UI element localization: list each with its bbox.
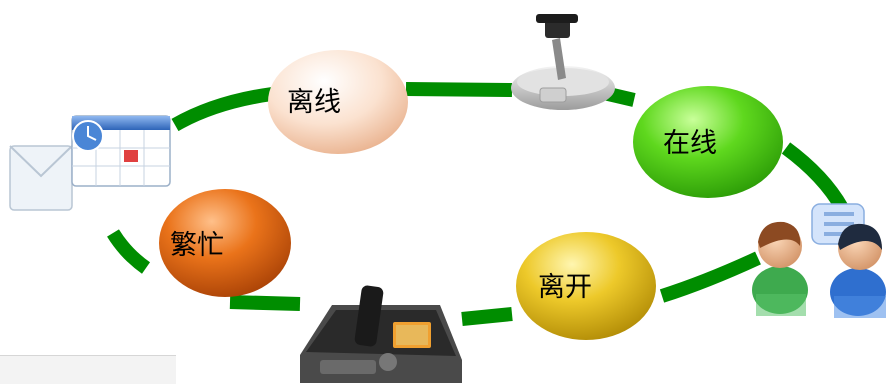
status-busy-label: 繁忙 (170, 230, 224, 261)
ring-segment (461, 307, 513, 326)
ring-segment (781, 142, 849, 212)
ring-segment (107, 229, 151, 274)
status-online-label: 在线 (663, 128, 717, 159)
contacts-chat-icon (752, 203, 886, 318)
status-busy: 繁忙 (159, 189, 291, 297)
ring-segment (171, 87, 273, 132)
calendar-email-icon (9, 115, 171, 211)
ring-segment (229, 295, 301, 311)
ring-segment (405, 82, 513, 97)
bottom-panel (0, 355, 176, 384)
status-offline: 离线 (268, 50, 408, 154)
status-offline-label: 离线 (287, 87, 341, 118)
status-online: 在线 (633, 86, 783, 198)
ring-segment (659, 251, 761, 303)
desk-phone-icon (300, 285, 462, 383)
microphone-icon (511, 14, 615, 110)
status-away-label: 离开 (538, 272, 592, 303)
status-away: 离开 (516, 232, 656, 340)
